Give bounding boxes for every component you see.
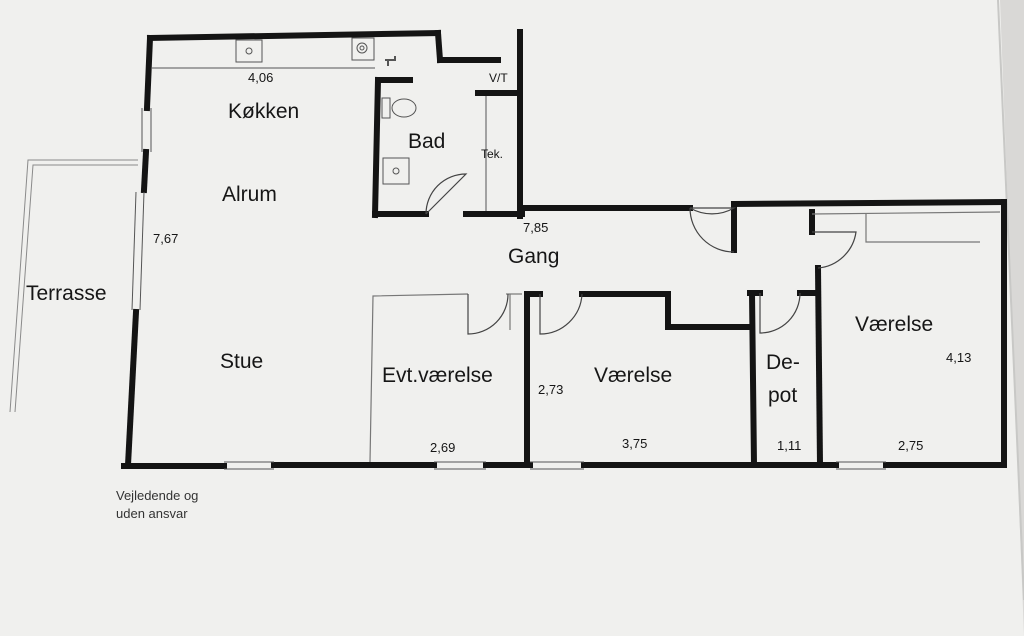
washbasin-symbol [382, 157, 410, 185]
room-label-vt: V/T [489, 71, 508, 85]
paper-edge [997, 0, 1024, 601]
room-label-tek: Tek. [481, 147, 503, 161]
depot-door [759, 292, 801, 334]
entrance-door [689, 207, 737, 253]
room-label-terrasse: Terrasse [26, 282, 107, 305]
dim-right-depth: 4,13 [946, 350, 971, 365]
room-label-depot-line1: De- [766, 351, 800, 374]
room-label-bad: Bad [408, 130, 445, 153]
kitchen-counter [152, 37, 375, 69]
right-room-door [812, 231, 857, 269]
walls [121, 29, 1008, 469]
room-label-stue: Stue [220, 350, 263, 373]
disclaimer-line2: uden ansvar [116, 506, 188, 521]
toilet-symbol [381, 97, 391, 119]
dim-gang-length: 7,85 [523, 220, 548, 235]
dim-kitchen-width: 4,06 [248, 70, 273, 85]
room-label-vaerelse-right: Værelse [855, 313, 933, 336]
dim-vaerelse-depth: 2,73 [538, 382, 563, 397]
dim-right-width: 2,75 [898, 438, 923, 453]
room-label-depot-line2: pot [768, 384, 797, 407]
door-swings [425, 173, 857, 335]
sink-symbol [235, 39, 263, 63]
stove-symbol [351, 37, 375, 61]
disclaimer-line1: Vejledende og [116, 488, 198, 503]
dim-depot-width: 1,11 [777, 438, 801, 453]
shower-mark [385, 56, 396, 66]
terrace-outline [9, 159, 138, 413]
room-label-alrum: Alrum [222, 183, 277, 206]
evt-door [467, 293, 509, 335]
room-label-gang: Gang [508, 245, 559, 268]
vaerelse-door [539, 293, 583, 335]
room-label-evt-vaerelse: Evt.værelse [382, 364, 493, 387]
room-label-kokken: Køkken [228, 100, 299, 123]
windows [131, 108, 886, 470]
dim-living-depth: 7,67 [153, 231, 178, 246]
thin-walls [369, 211, 1001, 463]
bath-door [425, 173, 468, 215]
dim-vaerelse-width: 3,75 [622, 436, 647, 451]
dim-evt-width: 2,69 [430, 440, 455, 455]
room-label-vaerelse-mid: Værelse [594, 364, 672, 387]
